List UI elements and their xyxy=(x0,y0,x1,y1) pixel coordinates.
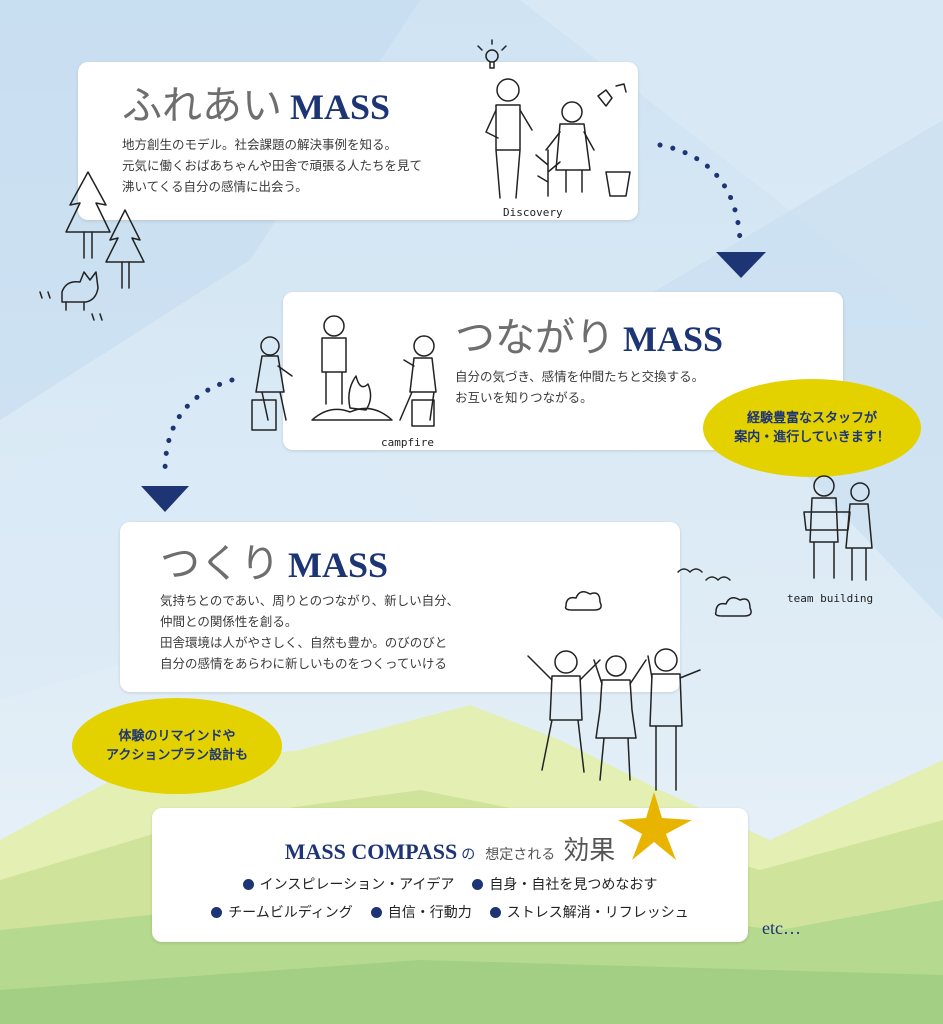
tsunagari-description: 自分の気づき、感情を仲間たちと交換する。 お互いを知りつながる。 xyxy=(455,366,704,408)
effect-label: 自信・行動力 xyxy=(387,905,472,921)
effect-item: 自身・自社を見つめなおす xyxy=(472,874,657,894)
etc-label: etc… xyxy=(762,918,801,938)
tsukuri-line: 仲間との関係性を創る。 xyxy=(160,614,298,629)
bubble-staff-line: 案内・進行していきます！ xyxy=(734,430,890,445)
fureai-line: 沸いてくる自分の感情に出会う。 xyxy=(122,179,308,194)
fureai-title-mass: MASS xyxy=(290,87,391,127)
tsukuri-title-mass: MASS xyxy=(288,545,389,585)
tsukuri-line: 自分の感情をあらわに新しいものをつくっていける xyxy=(160,656,447,671)
effect-item: ストレス解消・リフレッシュ xyxy=(489,902,689,922)
effects-row-1: インスピレーション・アイデア 自身・自社を見つめなおす xyxy=(152,874,748,894)
caption-team-building: team building xyxy=(787,592,874,605)
tsunagari-title-mass: MASS xyxy=(623,319,724,359)
bubble-remind-line: 体験のリマインドや xyxy=(118,729,236,744)
tsunagari-title-kana: つながり xyxy=(455,315,615,361)
fureai-title-kana: ふれあい xyxy=(122,83,282,129)
effects-row-2: チームビルディング 自信・行動力 ストレス解消・リフレッシュ xyxy=(152,902,748,922)
bubble-remind: 体験のリマインドや アクションプラン設計も xyxy=(72,698,282,794)
caption-discovery: Discovery xyxy=(503,206,563,219)
effect-label: インスピレーション・アイデア xyxy=(259,877,455,893)
bullet-icon xyxy=(370,906,382,918)
effect-label: チームビルディング xyxy=(228,905,353,921)
fureai-description: 地方創生のモデル。社会課題の解決事例を知る。 元気に働くおばあちゃんや田舎で頑張… xyxy=(122,134,422,197)
tsunagari-line: 自分の気づき、感情を仲間たちと交換する。 xyxy=(455,369,705,384)
effect-item: インスピレーション・アイデア xyxy=(242,874,455,894)
compass-subtitle: 想定される xyxy=(485,847,556,863)
bullet-icon xyxy=(472,878,484,890)
fureai-line: 元気に働くおばあちゃんや田舎で頑張る人たちを見て xyxy=(122,158,423,173)
effect-item: チームビルディング xyxy=(211,902,353,922)
fureai-line: 地方創生のモデル。社会課題の解決事例を知る。 xyxy=(122,137,398,152)
caption-campfire: campfire xyxy=(381,436,434,449)
tsukuri-description: 気持ちとのであい、周りとのつながり、新しい自分、 仲間との関係性を創る。 田舎環… xyxy=(160,590,459,674)
bullet-icon xyxy=(242,878,254,890)
bubble-staff-line: 経験豊富なスタッフが xyxy=(746,411,877,426)
compass-particle: の xyxy=(461,847,476,863)
bubble-staff: 経験豊富なスタッフが 案内・進行していきます！ xyxy=(703,379,921,477)
effect-label: 自身・自社を見つめなおす xyxy=(489,877,658,893)
tsukuri-line: 気持ちとのであい、周りとのつながり、新しい自分、 xyxy=(160,593,460,608)
tsukuri-line: 田舎環境は人がやさしく、自然も豊か。のびのびと xyxy=(160,635,448,650)
tsunagari-line: お互いを知りつながる。 xyxy=(455,390,593,405)
effect-label: ストレス解消・リフレッシュ xyxy=(506,905,689,921)
compass-effect: 効果 xyxy=(563,836,616,866)
tsukuri-title-kana: つくり xyxy=(160,541,280,587)
effect-item: 自信・行動力 xyxy=(370,902,472,922)
bubble-remind-line: アクションプラン設計も xyxy=(106,748,248,763)
compass-name: MASS COMPASS xyxy=(284,839,458,864)
bullet-icon xyxy=(489,906,501,918)
bullet-icon xyxy=(211,906,223,918)
